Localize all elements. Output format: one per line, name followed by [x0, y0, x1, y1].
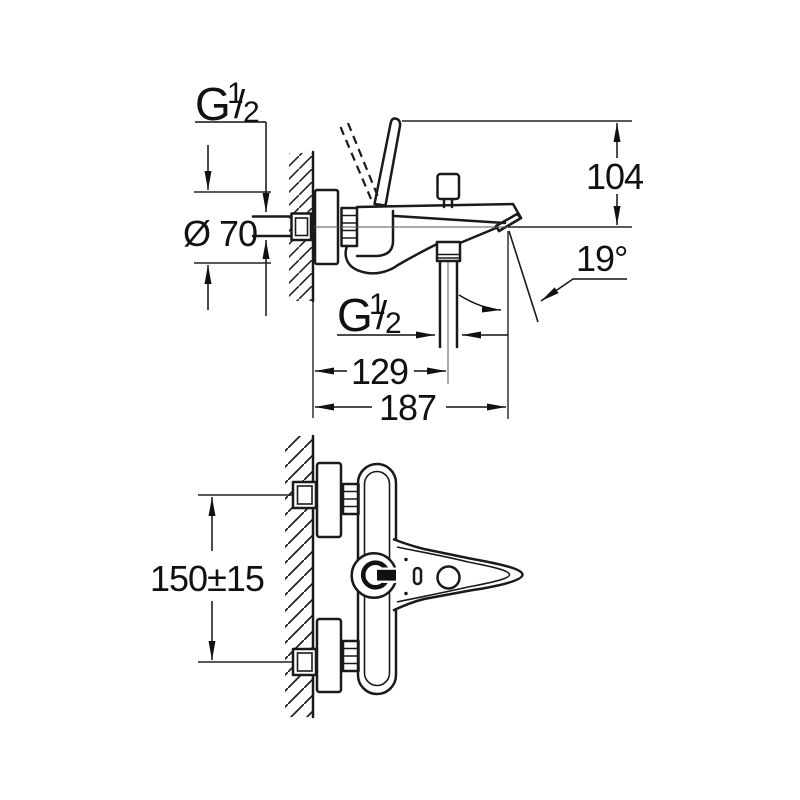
- diverter-knob-side: [436, 172, 461, 209]
- inlet-spacing-label: 150±15: [150, 558, 264, 599]
- spout-underside-right: [458, 226, 498, 245]
- dimension-187: 187: [312, 302, 506, 428]
- supply-pipe-stub: [251, 215, 294, 238]
- thread-size-label-bottom: G 1 / 2: [337, 288, 402, 341]
- inlet-fitting-bottom-inner: [296, 652, 313, 672]
- angle-label: 19°: [576, 238, 627, 279]
- spout-highlight-line: [393, 214, 507, 225]
- shower-outlet-pipe: [438, 259, 459, 349]
- body-underside-pouch: [344, 242, 439, 275]
- spout-angle-line: [508, 230, 539, 323]
- height-label: 104: [586, 156, 643, 197]
- union-nut-plan-top: [341, 482, 360, 516]
- supply-fitting-inner: [294, 217, 309, 237]
- escutcheon-plan-bottom: [315, 617, 343, 694]
- cartridge-housing-line: [355, 209, 395, 258]
- dimension-129: 129: [315, 262, 449, 392]
- side-view: G 1 / 2 Ø 70 104 19°: [183, 77, 644, 428]
- spout-cap-circle: [436, 565, 461, 590]
- screw-dot-bottom: [404, 591, 408, 596]
- spout-reach-label: 187: [379, 387, 436, 428]
- inlet-connection-bottom: [291, 617, 360, 694]
- union-nut-plan-bottom: [341, 639, 360, 673]
- dimension-escutcheon-diameter: Ø 70: [183, 145, 271, 310]
- angle-arc: [458, 294, 502, 313]
- shower-outlet-distance-label: 129: [351, 351, 408, 392]
- supply-connection: [251, 212, 313, 242]
- inlet-fitting-top-inner: [296, 485, 313, 505]
- spout-plan: [392, 537, 524, 612]
- lever-handle-alt-position: [339, 122, 380, 200]
- escutcheon-diameter-label: Ø 70: [183, 213, 257, 254]
- logo-bar: [377, 569, 396, 581]
- dimension-inlet-spacing: 150±15: [150, 494, 292, 663]
- thread-size-label-top: G 1 / 2: [195, 77, 260, 130]
- escutcheon-plan-top: [315, 461, 343, 539]
- diverter-knob-stem: [442, 197, 454, 209]
- nut-knurling: [341, 214, 357, 239]
- dimension-thread-bottom: G 1 / 2: [337, 288, 508, 341]
- brand-logo: [350, 551, 401, 600]
- dimension-height-104: 104: [402, 120, 644, 228]
- inlet-connection-top: [291, 461, 360, 539]
- dimension-angle-19: 19°: [540, 238, 628, 302]
- screw-dot-top: [404, 557, 408, 562]
- spout-inner: [396, 546, 511, 603]
- plan-view: 150±15: [150, 434, 524, 719]
- shower-outlet-fitting: [435, 240, 462, 263]
- supply-fitting-square: [290, 212, 313, 242]
- dimension-thread-top: G 1 / 2: [195, 77, 270, 316]
- diverter-knob-plan: [412, 566, 423, 586]
- shower-fitting-band: [437, 253, 460, 259]
- lever-handle: [373, 117, 402, 207]
